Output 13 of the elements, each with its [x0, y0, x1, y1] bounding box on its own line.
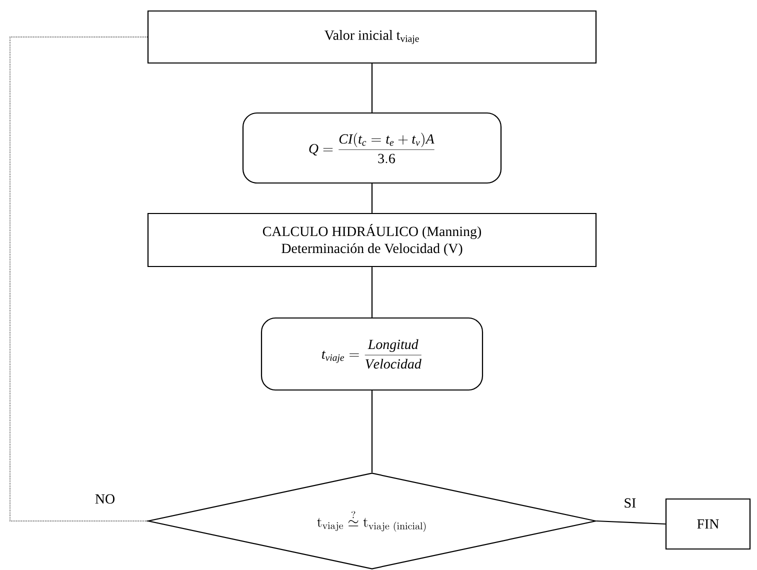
edge-label: NO [94, 493, 116, 505]
connector-line [596, 520, 666, 525]
process-box: Valor inicial t$_{viaje}$ [147, 10, 597, 64]
connector-line [10, 36, 148, 522]
formula-box: $t_{viaje} = \frac{Longitud}{Velocidad}$ [260, 317, 484, 391]
edge-label: SI [622, 497, 638, 509]
connector-line [371, 184, 373, 213]
process-box: CALCULO HIDRÁULICO (Manning) Determinación de Velocidad (V) [147, 212, 597, 268]
connector-line [371, 267, 373, 318]
connector-line [371, 64, 373, 112]
formula-box: $Q = \frac{CI(t_c = t_e + t_v)A}{3.6}$ [242, 112, 502, 184]
process-box: FIN [665, 498, 751, 550]
connector-line [371, 390, 373, 472]
